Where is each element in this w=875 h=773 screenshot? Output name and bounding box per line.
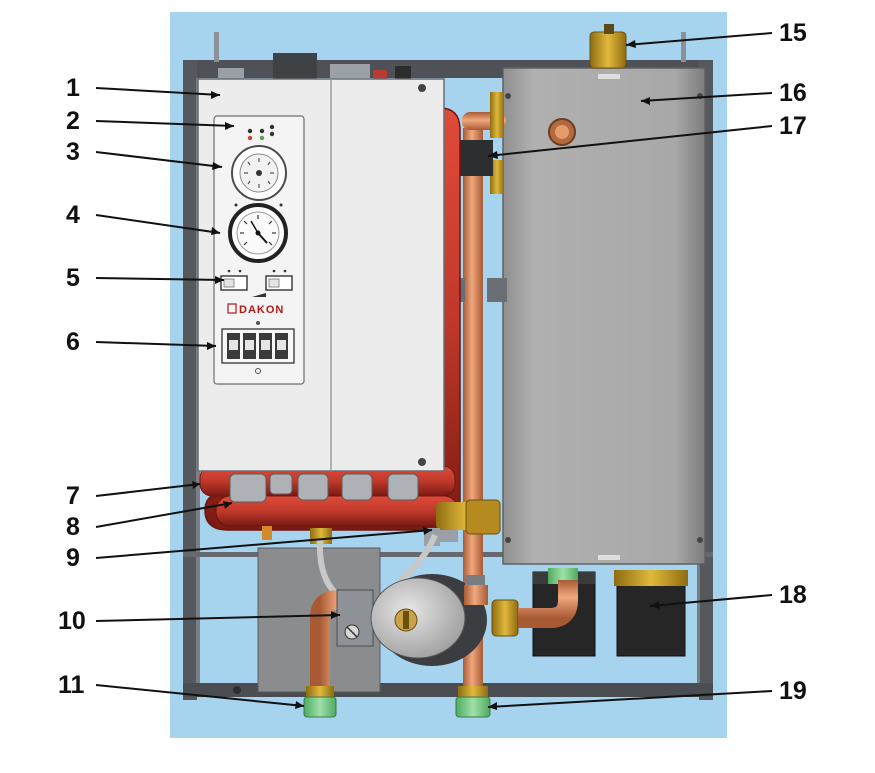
arrow-10 [331,611,340,619]
leader-19 [487,690,773,708]
leader-1 [95,87,221,96]
callout-3: 3 [66,138,80,166]
top-hardware [218,53,411,80]
arrow-7 [192,481,200,489]
leader-16 [640,92,773,102]
callout-5: 5 [66,264,80,292]
leader-9 [95,529,433,559]
callout-16: 16 [779,79,807,107]
arrow-1 [211,91,220,99]
air-vent [589,24,627,69]
arrow-6 [207,342,216,350]
heating-tank [502,67,706,565]
callout-2: 2 [66,107,80,135]
leader-15 [625,32,773,46]
leader-arrows [192,40,660,710]
callout-1: 1 [66,74,80,102]
callout-7: 7 [66,482,80,510]
arrow-5 [215,276,224,284]
arrow-3 [212,162,222,170]
leader-6 [95,341,217,347]
callout-18: 18 [779,581,807,609]
callout-10: 10 [58,607,86,635]
arrow-4 [211,227,220,235]
callout-8: 8 [66,513,80,541]
leader-5 [95,277,225,281]
leader-2 [95,120,235,127]
circulation-pump [310,574,578,700]
leader-17 [487,125,773,157]
arrow-17 [488,151,498,159]
arrow-9 [423,527,432,535]
callout-19: 19 [779,677,807,705]
callout-6: 6 [66,328,80,356]
arrow-8 [223,501,232,509]
arrow-18 [650,601,660,609]
arrow-16 [641,97,650,105]
brand-logo-text: DAKON [239,304,284,316]
callout-11: 11 [58,671,85,699]
leader-4 [95,214,221,234]
arrow-11 [295,701,304,709]
leader-lines [95,32,773,708]
arrow-15 [626,40,636,48]
leader-3 [95,151,223,168]
leader-10 [95,614,341,622]
cable-glands [229,473,419,503]
arrow-19 [488,702,497,710]
callout-15: 15 [779,19,807,47]
callout-4: 4 [66,201,80,229]
callout-17: 17 [779,112,807,140]
leader-7 [95,483,201,497]
leader-18 [649,594,773,607]
control-panel: DAKON [213,115,305,385]
leader-8 [95,502,233,528]
bottom-connections [303,686,491,718]
callout-9: 9 [66,544,80,572]
arrow-2 [225,122,234,130]
leader-11 [95,684,305,707]
